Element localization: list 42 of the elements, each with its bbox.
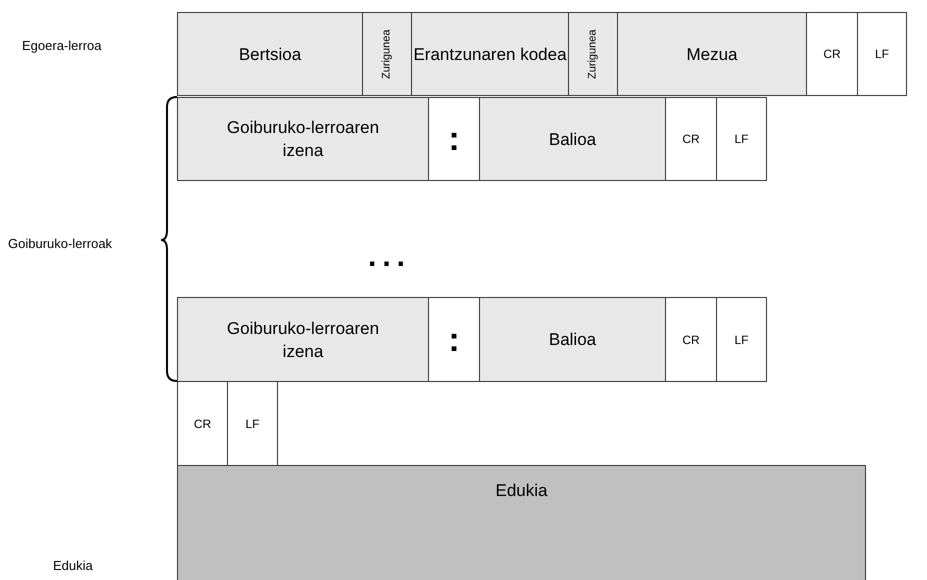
- field-box: [177, 465, 866, 580]
- field-box: [857, 12, 907, 96]
- field-box: [617, 12, 807, 96]
- field-box: [806, 12, 858, 96]
- field-box: [665, 297, 717, 382]
- ellipsis: ...: [368, 242, 412, 272]
- field-label: CR: [682, 332, 700, 348]
- field-box: [665, 97, 717, 181]
- vertical-label: Zurigunea: [380, 29, 394, 79]
- field-label: Edukia: [496, 480, 548, 502]
- field-box: [362, 12, 412, 96]
- row-label: Egoera-lerroa: [22, 37, 102, 55]
- field-label: Mezua: [686, 44, 738, 66]
- field-box: [716, 97, 767, 181]
- field-label: LF: [874, 46, 889, 63]
- field-label: Erantzunaren kodea: [413, 44, 567, 66]
- field-label: LF: [245, 416, 260, 432]
- field-label: Goiburuko-lerroaren izena: [226, 318, 380, 362]
- row-label: Goiburuko-lerroak: [8, 235, 112, 253]
- field-box: [177, 297, 429, 382]
- field-label: Balioa: [548, 128, 596, 150]
- field-label: Goiburuko-lerroaren izena: [226, 117, 380, 162]
- field-box: [716, 297, 767, 382]
- field-label: CR: [823, 46, 841, 63]
- field-label: Bertsioa: [238, 44, 302, 66]
- field-label: Balioa: [548, 329, 596, 351]
- field-label: LF: [734, 131, 748, 148]
- field-box: [428, 97, 480, 181]
- field-box: [177, 12, 363, 96]
- field-box: [568, 12, 618, 96]
- field-label: CR: [682, 131, 700, 148]
- field-label: :: [448, 322, 460, 356]
- row-label: Edukia: [53, 557, 93, 575]
- field-box: [479, 97, 666, 181]
- field-box: [428, 297, 480, 382]
- field-box: [479, 297, 666, 382]
- field-label: LF: [734, 332, 748, 348]
- vertical-label: Zurigunea: [586, 29, 600, 79]
- field-label: :: [448, 122, 460, 156]
- field-box: [411, 12, 569, 96]
- field-box: [177, 97, 429, 181]
- field-label: CR: [194, 416, 212, 432]
